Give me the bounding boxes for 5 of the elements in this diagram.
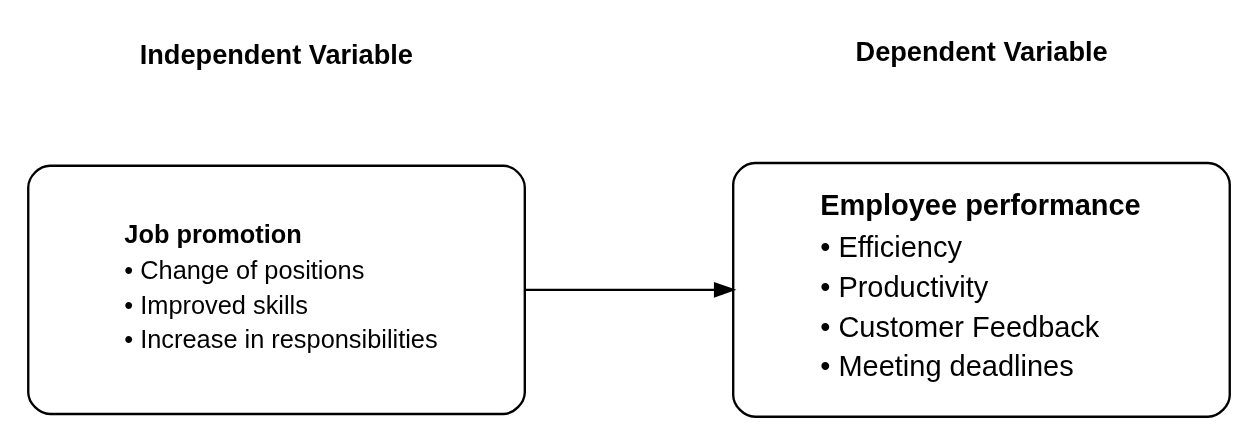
node-box: Employee performance • Efficiency • Productivity • Customer Feedback • Meeting deadlines — [731, 161, 1231, 418]
node-box: Job promotion • Change of positions • Improved skills • Increase in responsibilities — [26, 164, 526, 416]
label: Independent Variable — [139, 39, 413, 71]
label: Dependent Variable — [855, 35, 1108, 67]
arrow — [524, 282, 736, 298]
